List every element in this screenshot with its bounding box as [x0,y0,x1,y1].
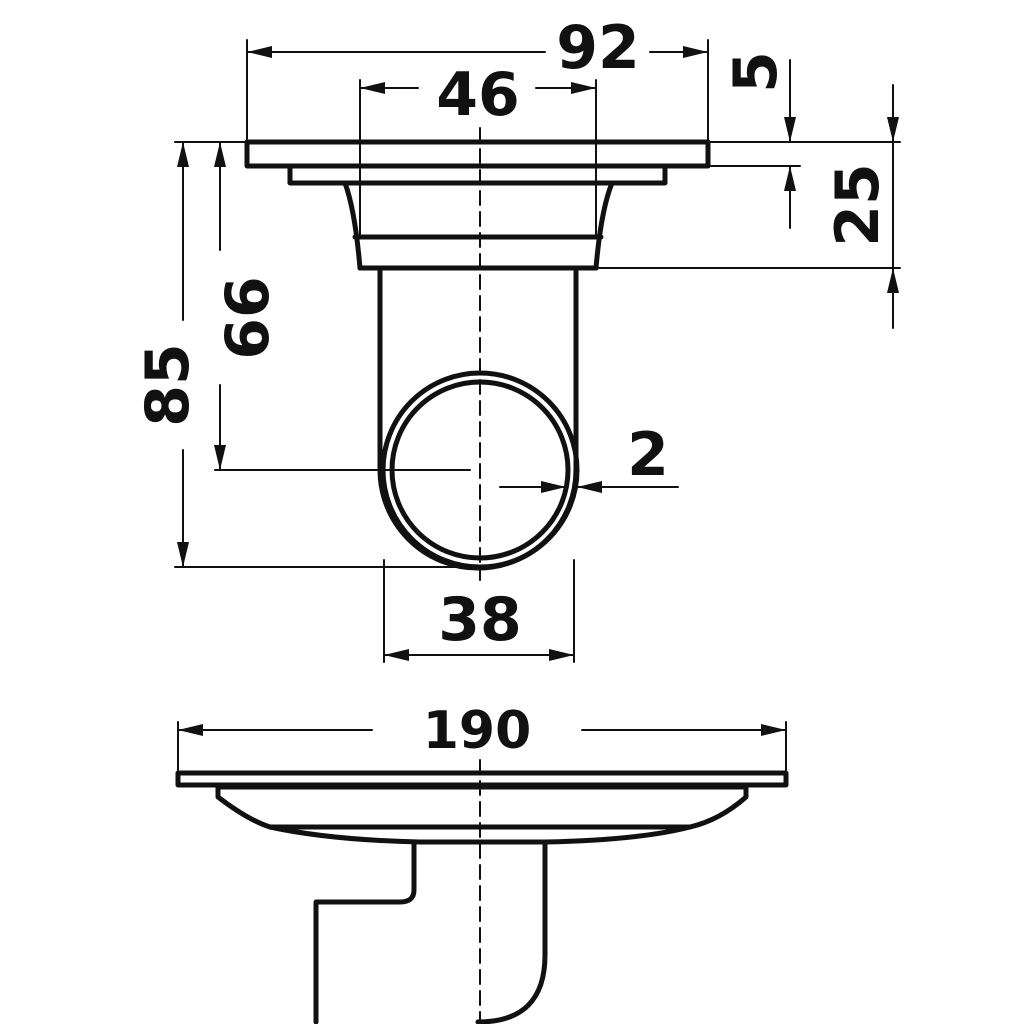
dim-25-label: 25 [823,163,893,247]
dim-85-label: 85 [133,343,203,427]
side-body [215,784,749,830]
front-view [244,127,711,581]
dim-38-label: 38 [438,585,522,655]
side-dimensions: 190 [177,701,787,771]
dim-46-label: 46 [436,60,520,130]
top-flange [244,139,711,169]
side-elbow-pipe [313,839,548,1024]
dim-66-label: 66 [213,276,283,360]
funnel-body [342,180,615,271]
dim-190-label: 190 [423,701,532,761]
dim-92-label: 92 [556,13,640,83]
second-plate [287,163,668,186]
front-dimensions: 92 46 5 25 85 [133,13,901,663]
dim-5-label: 5 [721,51,791,93]
side-top-plate [175,770,789,788]
side-body-lower [267,824,693,845]
side-view [175,759,789,1024]
dim-2-label: 2 [627,420,669,490]
